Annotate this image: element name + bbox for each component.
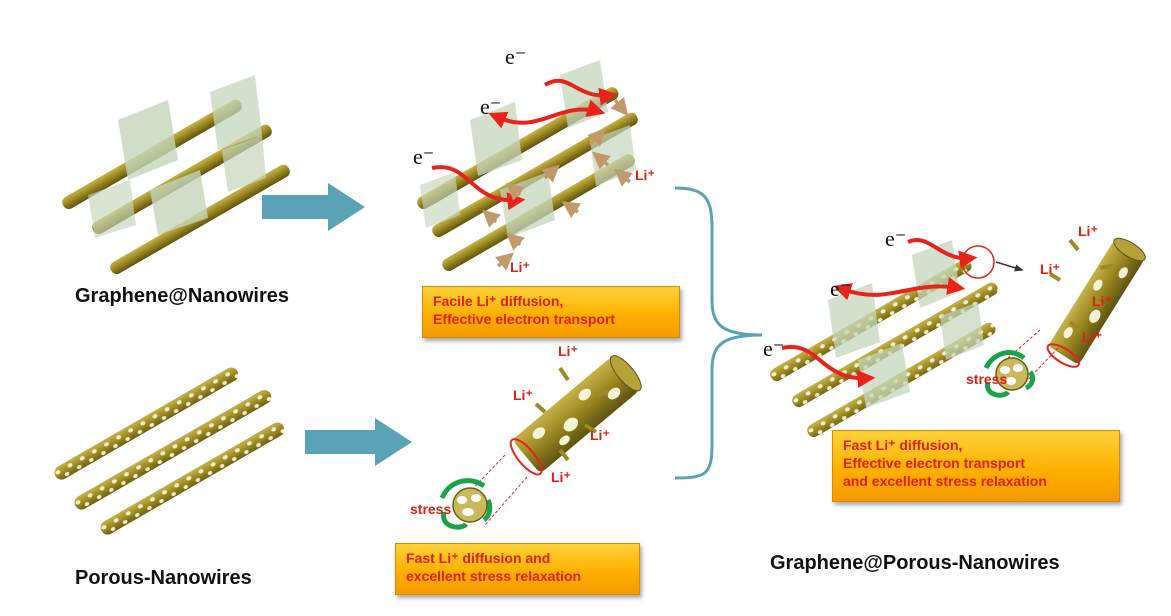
callout-bottom-line-1: Fast Li⁺ diffusion and [406,550,551,566]
electron-label-4: e⁻ [885,226,906,251]
li-label-mid-3: Li⁺ [590,427,610,443]
callout-stress-relaxation: Fast Li⁺ diffusion and excellent stress … [395,543,640,595]
stress-label-mid: stress [410,501,451,517]
li-label-right-4: Li⁺ [1082,329,1102,345]
electron-label-1: e⁻ [505,44,526,69]
li-label-mid-2: Li⁺ [513,387,533,403]
li-label-top-2: Li⁺ [510,259,530,275]
callout-facile-diffusion: Facile Li⁺ diffusion, Effective electron… [422,286,680,338]
li-label-right-3: Li⁺ [1092,293,1112,309]
callout-combined-benefits: Fast Li⁺ diffusion, Effective electron t… [832,430,1120,502]
graphene-porous-nanowires-bundle [770,240,998,438]
callout-top-line-1: Facile Li⁺ diffusion, [433,293,564,309]
electron-label-2: e⁻ [480,94,501,119]
li-ion-arrows-top [482,96,634,271]
li-label-right-2: Li⁺ [1040,261,1060,277]
electron-paths-right [781,238,978,388]
porous-tube-zoom [983,237,1146,398]
graphene-nanowires-bundle [62,75,290,275]
callout-right-line-1: Fast Li⁺ diffusion, [843,437,963,453]
stress-label-right: stress [966,371,1007,387]
electron-paths-top [431,78,618,211]
electron-label-3: e⁻ [413,144,434,169]
callout-top-line-2: Effective electron transport [433,311,616,327]
callout-right-line-3: and excellent stress relaxation [843,473,1047,489]
porous-nanowires-bundle [54,367,285,535]
li-label-mid-1: Li⁺ [558,343,578,359]
graphene-porous-nanowires-label: Graphene@Porous-Nanowires [770,552,1060,574]
callout-right-line-2: Effective electron transport [843,455,1026,471]
li-label-top-1: Li⁺ [635,167,655,183]
porous-nanowires-label: Porous-Nanowires [75,567,252,589]
combine-bracket [674,186,763,480]
li-label-mid-4: Li⁺ [551,469,571,485]
electron-label-6: e⁻ [763,336,784,361]
porous-tube-mechanism [439,355,642,530]
zoom-pointer [995,261,1024,272]
process-arrow-top [262,183,365,231]
graphene-nanowires-label: Graphene@Nanowires [75,285,290,307]
process-arrow-bottom [305,418,412,466]
callout-bottom-line-2: excellent stress relaxation [406,568,582,584]
li-label-right-1: Li⁺ [1078,223,1098,239]
electron-label-5: e⁻ [830,276,851,301]
